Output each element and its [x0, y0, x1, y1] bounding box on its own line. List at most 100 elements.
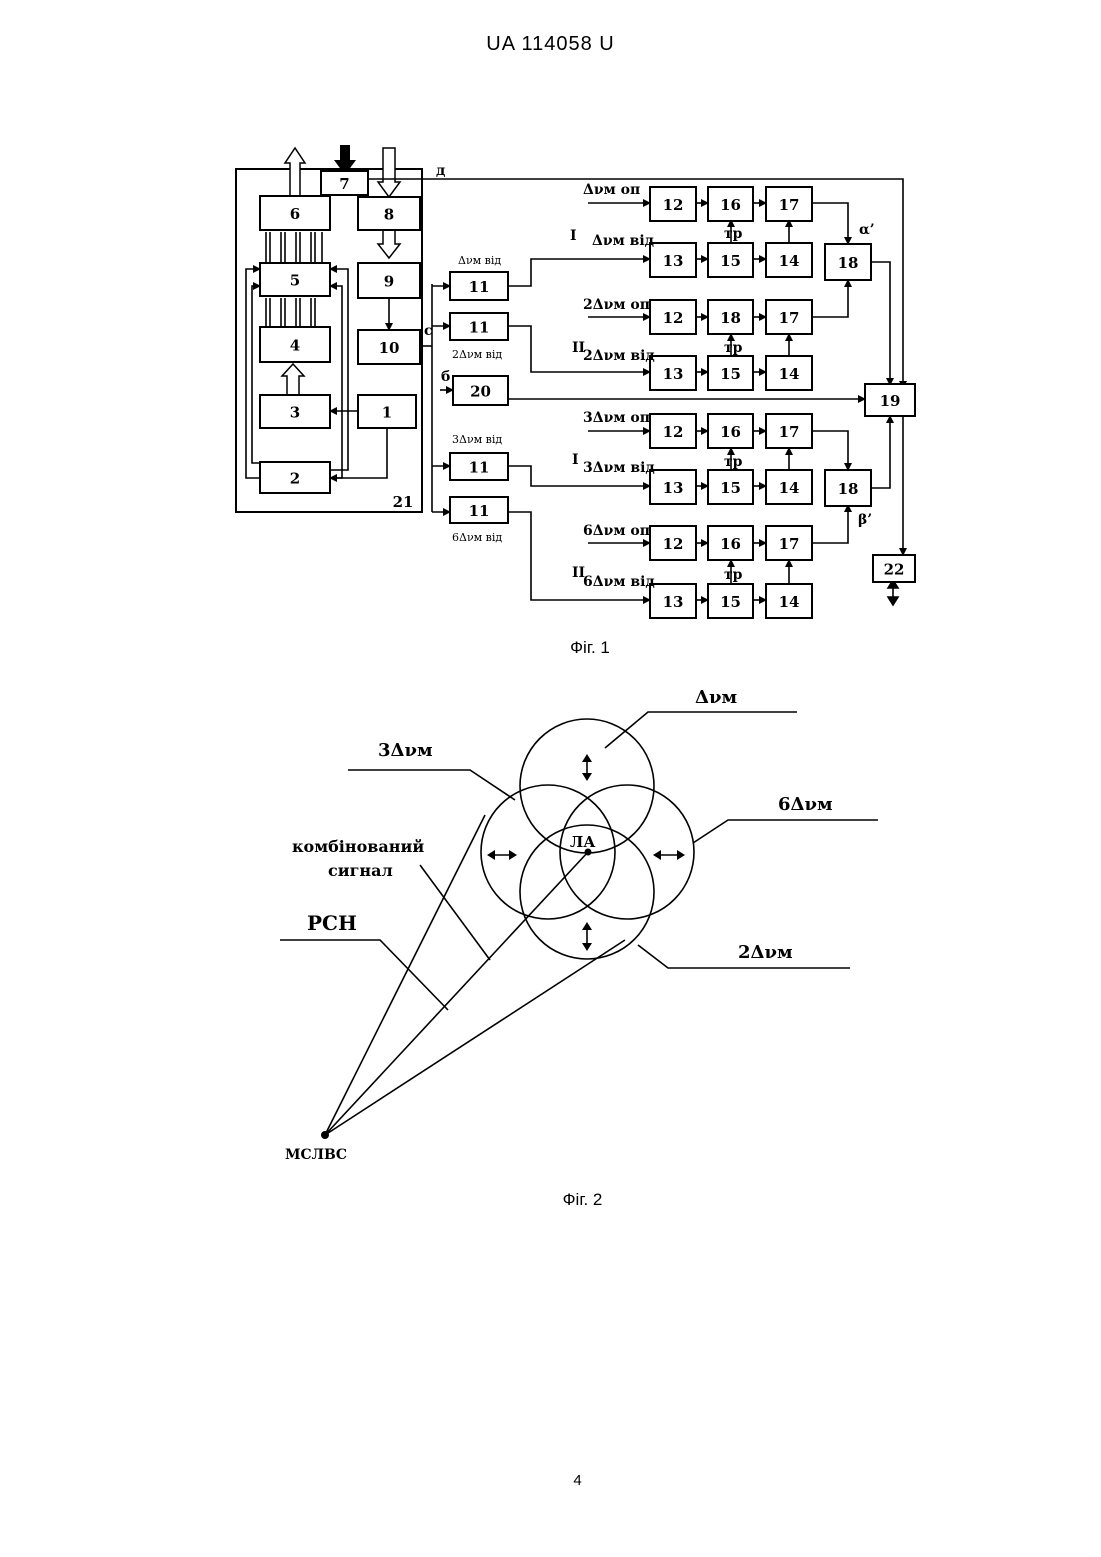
label-dv3-op: 3Δνм оп: [583, 410, 650, 426]
block-17: 17: [766, 300, 812, 334]
block-13: 13: [650, 243, 696, 277]
block-11: 11: [450, 453, 508, 480]
block-5: 5: [260, 263, 330, 296]
label-11a: Δνм від: [458, 254, 501, 267]
block-label: 18: [720, 309, 741, 327]
label-dv-vid: Δνм від: [592, 233, 654, 249]
label-combined-2: сигнал: [328, 861, 393, 880]
block-label: 12: [663, 309, 684, 327]
label-combined-1: комбінований: [292, 837, 424, 856]
block-label: 1: [382, 404, 392, 422]
block-label: 16: [720, 535, 741, 553]
block-11: 11: [450, 497, 508, 523]
block-10: 10: [358, 330, 420, 364]
block-13: 13: [650, 584, 696, 618]
block-18: 18: [825, 244, 871, 280]
label-b: б: [441, 369, 450, 385]
block-label: 8: [384, 206, 394, 224]
input-arrow-8: [378, 148, 400, 197]
block-12: 12: [650, 187, 696, 221]
label-11b: 2Δνм від: [452, 348, 502, 361]
label-dv-op: Δνм оп: [583, 182, 640, 198]
block-label: 13: [663, 593, 684, 611]
page-number: 4: [0, 1472, 1101, 1489]
block-label: 16: [720, 196, 741, 214]
block-label: 17: [779, 196, 800, 214]
label-tr-2: тр: [724, 340, 743, 356]
block-label: 4: [290, 337, 300, 355]
block-11: 11: [450, 272, 508, 300]
block-label: 5: [290, 272, 300, 290]
block-label: 10: [379, 339, 400, 357]
label-alpha: α’: [859, 222, 875, 238]
block-1: 1: [358, 395, 416, 428]
block-label: 11: [469, 459, 490, 477]
block-label: 17: [779, 309, 800, 327]
label-11c: 3Δνм від: [452, 433, 502, 446]
block-12: 12: [650, 300, 696, 334]
label-c: с: [424, 323, 433, 339]
block-label: 14: [779, 365, 800, 383]
block-18: 18: [825, 470, 871, 506]
block-label: 19: [880, 392, 901, 410]
output-arrow-6: [285, 148, 305, 196]
block-label: 13: [663, 252, 684, 270]
block-label-21: 21: [393, 493, 414, 511]
label-dv3-vid: 3Δνм від: [583, 460, 655, 476]
block-label: 16: [720, 423, 741, 441]
block-label: 13: [663, 365, 684, 383]
block-13: 13: [650, 356, 696, 390]
block-12: 12: [650, 414, 696, 448]
block-label: 7: [339, 175, 349, 193]
roman-2a: II: [572, 340, 585, 356]
figure-2-caption: Фіг. 2: [0, 1190, 1101, 1210]
label-3dv: 3Δνм: [378, 740, 433, 761]
block-label: 12: [663, 423, 684, 441]
block-2: 2: [260, 462, 330, 493]
block-14: 14: [766, 470, 812, 504]
block-22: 22: [873, 555, 915, 582]
block-17: 17: [766, 414, 812, 448]
block-11: 11: [450, 313, 508, 340]
roman-1b: I: [572, 452, 579, 468]
label-11d: 6Δνм від: [452, 531, 502, 544]
block-label: 14: [779, 252, 800, 270]
figure-2-diagram: Δνм 3Δνм 6Δνм 2Δνм комбінований сигнал Р…: [280, 687, 878, 1163]
block-15: 15: [708, 584, 753, 618]
label-6dv: 6Δνм: [778, 794, 833, 815]
label-tr-3: тр: [724, 454, 743, 470]
label-beta: β’: [858, 512, 872, 528]
block-18: 18: [708, 300, 753, 334]
block-label: 15: [720, 479, 741, 497]
arrow-3-4: [282, 364, 304, 395]
block-16: 16: [708, 526, 753, 560]
block-20: 20: [453, 376, 508, 405]
label-dv: Δνм: [695, 687, 737, 708]
label-la: ЛА: [570, 833, 596, 851]
block-label: 18: [838, 480, 859, 498]
figure-1-block-diagram: 1234567891011111111121212121313131314141…: [236, 145, 915, 618]
block-label: 12: [663, 196, 684, 214]
block-16: 16: [708, 414, 753, 448]
block-8: 8: [358, 197, 420, 230]
block-19: 19: [865, 384, 915, 416]
block-17: 17: [766, 187, 812, 221]
block-15: 15: [708, 243, 753, 277]
block-label: 12: [663, 535, 684, 553]
block-label: 2: [290, 470, 300, 488]
arrow-8-9: [378, 230, 400, 258]
block-6: 6: [260, 196, 330, 230]
block-15: 15: [708, 356, 753, 390]
block-label: 15: [720, 365, 741, 383]
label-dv6-op: 6Δνм оп: [583, 523, 650, 539]
label-rsn: РСН: [307, 911, 357, 935]
block-17: 17: [766, 526, 812, 560]
roman-2b: II: [572, 565, 585, 581]
block-label: 14: [779, 479, 800, 497]
block-label: 18: [838, 254, 859, 272]
block-14: 14: [766, 356, 812, 390]
block-label: 13: [663, 479, 684, 497]
block-3: 3: [260, 395, 330, 428]
block-14: 14: [766, 584, 812, 618]
block-16: 16: [708, 187, 753, 221]
